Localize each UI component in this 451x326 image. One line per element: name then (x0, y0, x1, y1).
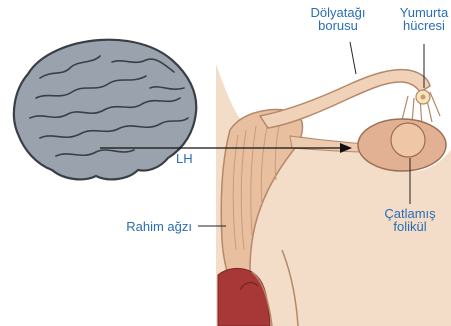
label-egg-line2: hücresi (400, 19, 448, 32)
brain (14, 40, 196, 180)
label-lh: LH (176, 152, 193, 165)
label-egg-cell: Yumurta hücresi (400, 6, 448, 32)
label-follicle-line2: folikül (384, 220, 435, 233)
label-cervix: Rahim ağzı (126, 220, 192, 233)
egg-nucleus (421, 95, 426, 100)
label-oviduct: Dölyatağı borusu (311, 6, 366, 32)
leader-oviduct (350, 42, 356, 74)
label-follicle: Çatlamış folikül (384, 207, 435, 233)
label-oviduct-line2: borusu (311, 19, 366, 32)
ruptured-follicle (391, 123, 425, 157)
